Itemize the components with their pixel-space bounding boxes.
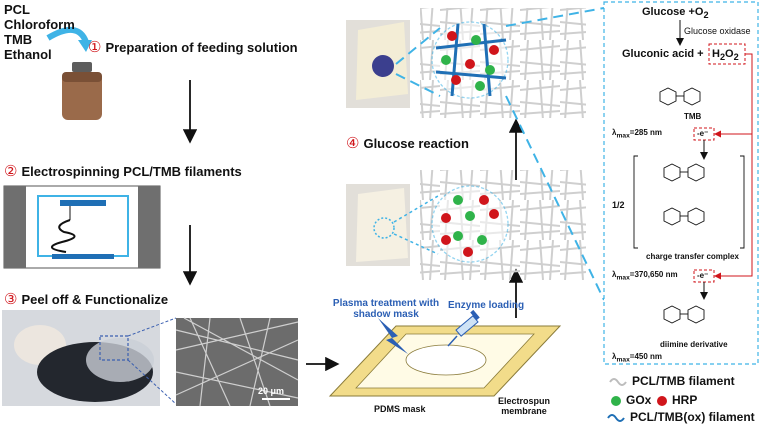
pour-arrow-head	[78, 40, 92, 52]
legend-hrp-icon	[657, 396, 667, 406]
pdms-mask-label: PDMS mask	[374, 404, 426, 414]
glucose-oxidase-label: Glucose oxidase	[684, 26, 751, 36]
reagent-list: PCL Chloroform TMB Ethanol	[4, 2, 75, 62]
h2o2-label: H2O2	[712, 48, 739, 63]
plasma-treatment-label: Plasma treatment with shadow mask	[332, 298, 440, 320]
legend-ox-filament-icon	[607, 414, 625, 422]
reagent-ethanol: Ethanol	[4, 47, 52, 62]
electrospun-membrane-label: Electrospun membrane	[497, 396, 550, 416]
reaction-panel	[603, 1, 759, 365]
tmb-label: TMB	[684, 112, 702, 121]
legend-gox-label: GOx	[626, 393, 652, 407]
legend-ox-filament-label: PCL/TMB(ox) filament	[630, 410, 755, 424]
electrospinning-apparatus	[3, 185, 161, 269]
sem-image	[175, 317, 299, 407]
diimine-structure	[663, 305, 705, 324]
legend-filament-icon	[609, 378, 627, 386]
reactant-label: Glucose +O2	[642, 6, 709, 21]
electron-transfer-2: -e⁻	[697, 271, 709, 280]
ctc-structure	[633, 155, 745, 249]
diimine-label: diimine derivative	[660, 340, 728, 349]
reagent-pcl: PCL	[4, 2, 30, 17]
h2o2-feedback-line	[714, 53, 753, 280]
unreacted-membrane-photo	[346, 184, 410, 266]
reagent-chloroform: Chloroform	[4, 17, 75, 32]
syringe-icon	[447, 309, 480, 347]
lambda-3: λmax=450 nm	[612, 352, 663, 364]
enzymes-bottom	[441, 195, 499, 257]
lambda-1: λmax=285 nm	[612, 128, 663, 140]
bottle-icon	[62, 62, 102, 120]
enzyme-loading-label: Enzyme loading	[448, 300, 525, 311]
product-label: Gluconic acid +	[622, 48, 704, 60]
reacted-membrane-photo	[346, 20, 410, 108]
ctc-label: charge transfer complex	[646, 252, 739, 261]
electron-transfer-1: -e⁻	[697, 129, 709, 138]
enzymes-top	[441, 31, 499, 91]
pdms-mask	[328, 325, 562, 397]
tmb-structure	[659, 87, 701, 106]
legend-filament-label: PCL/TMB filament	[632, 374, 735, 388]
legend-hrp-label: HRP	[672, 393, 698, 407]
plasma-lightning-icon	[378, 318, 408, 354]
lambda-2: λmax=370,650 nm	[612, 270, 678, 282]
reagent-tmb: TMB	[4, 32, 33, 47]
peeled-membrane-photo	[2, 310, 160, 406]
legend-gox-icon	[611, 396, 621, 406]
half-coefficient: 1/2	[612, 200, 625, 210]
pour-arrow	[46, 27, 89, 44]
sem-scale-bar-label: 20 μm	[258, 386, 285, 396]
